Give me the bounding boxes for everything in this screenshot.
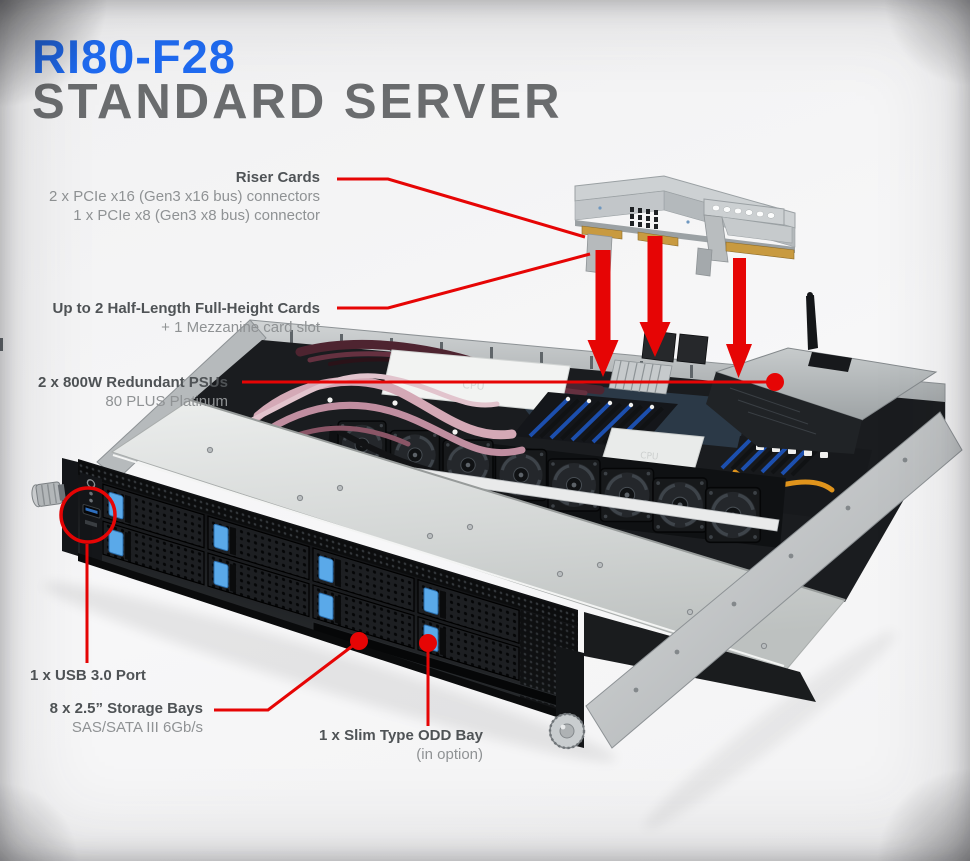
page-title: RI80-F28 STANDARD SERVER bbox=[32, 30, 563, 129]
callout-heading: 1 x USB 3.0 Port bbox=[30, 667, 146, 684]
tray-latch bbox=[213, 560, 229, 589]
tray-latch bbox=[423, 587, 439, 615]
tray-latch bbox=[318, 555, 334, 583]
callout-storage-bays: 8 x 2.5” Storage Bays SAS/SATA III 6Gb/s bbox=[20, 699, 203, 737]
model-name: RI80-F28 bbox=[32, 30, 236, 83]
callout-redundant-psus: 2 x 800W Redundant PSUs 80 PLUS Platinum bbox=[20, 373, 228, 411]
thumbscrew bbox=[548, 712, 586, 750]
model-subtitle: STANDARD SERVER bbox=[32, 75, 563, 129]
callout-line: (in option) bbox=[416, 746, 483, 763]
callout-line: 80 PLUS Platinum bbox=[105, 393, 228, 410]
psu-antenna bbox=[806, 295, 818, 350]
svg-text:CPU: CPU bbox=[640, 451, 659, 463]
callout-dot-odd bbox=[419, 634, 437, 652]
callout-dot-psu bbox=[766, 373, 784, 391]
tray-latch bbox=[213, 523, 229, 552]
callout-riser-cards: Riser Cards 2 x PCIe x16 (Gen3 x16 bus) … bbox=[20, 168, 320, 225]
callout-dot-storage bbox=[350, 632, 368, 650]
left-rack-ear bbox=[31, 458, 78, 556]
thumbscrew bbox=[31, 481, 66, 508]
down-arrow bbox=[726, 258, 752, 378]
callout-usb-port: 1 x USB 3.0 Port bbox=[30, 666, 250, 685]
front-control-panel bbox=[80, 472, 102, 561]
callout-half-length-cards: Up to 2 Half-Length Full-Height Cards + … bbox=[20, 299, 321, 337]
callout-line: 1 x PCIe x8 (Gen3 x8 bus) connector bbox=[73, 207, 320, 224]
callout-heading: Up to 2 Half-Length Full-Height Cards bbox=[52, 300, 321, 317]
callout-heading: 1 x Slim Type ODD Bay bbox=[319, 727, 483, 744]
riser-bracket bbox=[695, 247, 713, 277]
callout-line-half-length bbox=[337, 252, 591, 310]
callout-line: SAS/SATA III 6Gb/s bbox=[71, 719, 203, 736]
callout-heading: 2 x 800W Redundant PSUs bbox=[37, 374, 228, 391]
tray-latch bbox=[318, 592, 334, 620]
callout-line: 2 x PCIe x16 (Gen3 x16 bus) connectors bbox=[49, 188, 320, 205]
fan bbox=[598, 466, 656, 524]
heatsink bbox=[608, 359, 673, 395]
callout-heading: 8 x 2.5” Storage Bays bbox=[49, 700, 203, 717]
callout-heading: Riser Cards bbox=[235, 169, 320, 186]
callout-line: + 1 Mezzanine card slot bbox=[161, 319, 320, 336]
callout-line-riser bbox=[337, 177, 586, 239]
svg-text:CPU: CPU bbox=[462, 378, 485, 393]
callout-odd-bay: 1 x Slim Type ODD Bay (in option) bbox=[183, 726, 483, 764]
tray-latch bbox=[108, 529, 124, 557]
